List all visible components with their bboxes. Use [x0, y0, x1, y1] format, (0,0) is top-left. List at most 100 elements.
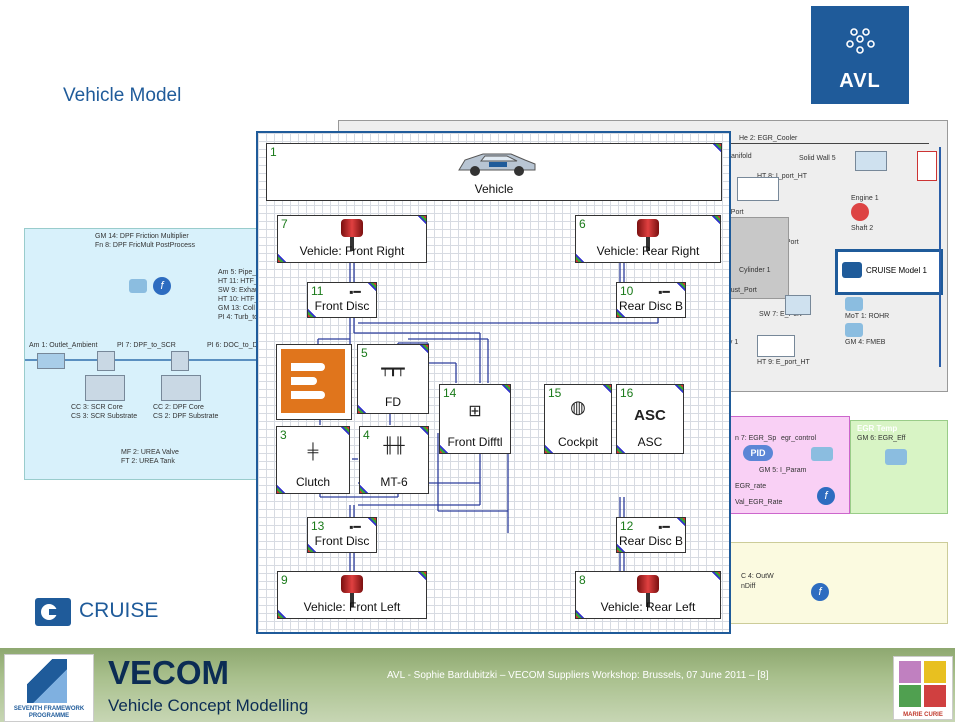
panel-label: Solid Wall 5 — [799, 155, 836, 162]
logo-tile — [899, 685, 921, 707]
cruise-model-block[interactable]: CRUISE Model 1 — [835, 249, 943, 295]
ambient-icon — [37, 353, 65, 369]
component-wheel-rear-left[interactable]: 8 Vehicle: Rear Left — [575, 571, 721, 619]
marie-curie-logo: MARIE CURIE — [893, 656, 953, 720]
component-vehicle[interactable]: 1 Vehicle — [266, 143, 722, 201]
component-cockpit[interactable]: 15 ◍ Cockpit — [544, 384, 612, 454]
scr-icon — [85, 375, 125, 401]
panel-label: nDiff — [741, 583, 756, 590]
port-icon — [737, 177, 779, 201]
brake-icon: ▪━ — [658, 285, 670, 299]
panel-label: EGR_rate — [735, 483, 767, 490]
component-label: Front Disc — [314, 534, 370, 548]
component-label: Vehicle: Rear Right — [596, 244, 700, 258]
avl-logo: AVL — [811, 6, 909, 104]
catalyst-icon — [171, 351, 189, 371]
cruise-icon — [35, 598, 71, 626]
panel-label: HT 11: HTF_ — [218, 278, 258, 285]
logo-tile — [924, 685, 946, 707]
component-label: Front Disc — [314, 299, 370, 313]
panel-label: HT 10: HTF_ — [218, 296, 259, 303]
component-front-differential[interactable]: 14 ⊞ Front Difftl — [439, 384, 511, 454]
component-label: FD — [385, 395, 401, 409]
output-screenshot: C 4: OutW nDiff f — [716, 542, 948, 624]
panel-label: CC 3: SCR Core — [71, 404, 123, 411]
panel-label: Am 1: Outlet_Ambient — [29, 342, 98, 349]
panel-label: HT 9: E_port_HT — [757, 359, 810, 366]
gear-icon: ┯┳┯ — [381, 361, 405, 376]
component-wheel-rear-right[interactable]: 6 Vehicle: Rear Right — [575, 215, 721, 263]
panel-label: HT 8: I_port_HT — [757, 173, 808, 180]
component-number: 15 — [548, 386, 562, 400]
panel-label: GM 13: Coll — [218, 305, 255, 312]
component-brake-front-right[interactable]: 11 ▪━ Front Disc — [307, 282, 377, 318]
brake-icon: ▪━ — [349, 285, 361, 299]
panel-label: PI 4: Turb_to — [218, 314, 259, 321]
component-label: Vehicle — [474, 182, 514, 196]
car-icon — [458, 153, 536, 176]
component-label: Vehicle: Rear Left — [600, 600, 696, 614]
component-number: 12 — [620, 519, 634, 533]
panel-label: GM 6: EGR_Eff — [857, 435, 906, 442]
panel-label: Fn 8: DPF FricMult PostProcess — [95, 242, 195, 249]
avl-dots-icon — [846, 28, 875, 54]
cloud-icon — [845, 297, 863, 311]
panel-label: He 2: EGR_Cooler — [739, 135, 798, 142]
component-number: 3 — [280, 428, 287, 442]
component-gearbox[interactable]: 4 ╫╫ MT-6 — [359, 426, 429, 494]
heat-transfer-icon — [757, 335, 795, 357]
component-label: Rear Disc B — [618, 534, 683, 548]
component-number: 4 — [363, 428, 370, 442]
panel-label: CS 3: SCR Substrate — [71, 413, 138, 420]
component-final-drive[interactable]: 5 ┯┳┯ FD — [357, 344, 429, 414]
wall-icon — [855, 151, 887, 171]
clutch-icon: ╪ — [307, 443, 319, 460]
component-brake-rear-right[interactable]: 10 ▪━ Rear Disc B — [616, 282, 686, 318]
component-asc[interactable]: 16 ASC ASC — [616, 384, 684, 454]
component-label: Vehicle: Front Right — [299, 244, 405, 258]
gearbox-icon: ╫╫ — [383, 437, 405, 454]
wheel-icon — [341, 575, 363, 607]
cloud-icon — [129, 279, 147, 293]
panel-label: haust_Port — [723, 287, 757, 294]
component-wheel-front-right[interactable]: 7 Vehicle: Front Right — [277, 215, 427, 263]
component-label: Clutch — [295, 475, 330, 489]
component-number: 9 — [281, 573, 288, 587]
egr-control-screenshot: n 7: EGR_Sp egr_control PID GM 5: I_Para… — [730, 416, 850, 514]
fp7-label: SEVENTH FRAMEWORK PROGRAMME — [13, 706, 85, 719]
b-logo-image — [276, 344, 352, 420]
component-label: Rear Disc B — [618, 299, 683, 313]
component-brake-rear-left[interactable]: 12 ▪━ Rear Disc B — [616, 517, 686, 553]
panel-label: egr_control — [781, 435, 817, 442]
component-wheel-front-left[interactable]: 9 Vehicle: Front Left — [277, 571, 427, 619]
panel-label: PI 6: DOC_to_D — [207, 342, 258, 349]
component-number: 13 — [311, 519, 325, 533]
panel-label: GM 5: I_Param — [759, 467, 807, 474]
component-label: Front Difftl — [447, 435, 503, 449]
cloud-icon — [885, 449, 907, 465]
panel-label: C 4: OutW — [741, 573, 774, 580]
cloud-icon — [811, 447, 833, 461]
fp7-seven-icon — [27, 659, 67, 703]
footer-text: AVL - Sophie Bardubitzki – VECOM Supplie… — [387, 670, 769, 681]
panel-label: n 7: EGR_Sp — [735, 435, 777, 442]
panel-label: PI 7: DPF_to_SCR — [117, 342, 176, 349]
component-brake-front-left[interactable]: 13 ▪━ Front Disc — [307, 517, 377, 553]
egr-temp-screenshot: EGR Temp GM 6: EGR_Eff — [850, 420, 948, 514]
cruise-label: CRUISE — [79, 599, 159, 622]
cruise-model-window[interactable]: 1 Vehicle 7 Vehicle: Front Right 6 Vehic… — [256, 131, 731, 634]
component-clutch[interactable]: 3 ╪ Clutch — [276, 426, 350, 494]
cylinder-block — [727, 217, 789, 299]
vecom-title: VECOM — [108, 654, 230, 691]
brake-icon: ▪━ — [349, 520, 361, 534]
panel-label: SW 9: Exhau — [218, 287, 259, 294]
catalyst-icon — [97, 351, 115, 371]
marie-label: MARIE CURIE — [903, 712, 943, 718]
component-label: Cockpit — [557, 435, 598, 449]
panel-label: GM 14: DPF Friction Multiplier — [95, 233, 189, 240]
component-number: 14 — [443, 386, 457, 400]
panel-label: MoT 1: ROHR — [845, 313, 890, 320]
panel-label: CC 2: DPF Core — [153, 404, 204, 411]
panel-label: FT 2: UREA Tank — [121, 458, 175, 465]
cockpit-icon: ◍ — [570, 397, 586, 417]
